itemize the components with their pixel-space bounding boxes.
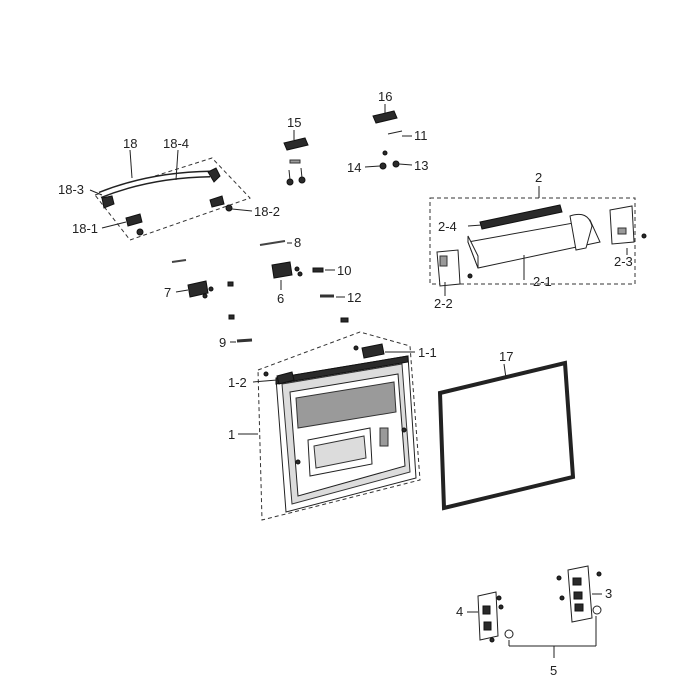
- label-12: 12: [347, 290, 361, 305]
- hinge-small-parts: [283, 104, 413, 186]
- label-6: 6: [277, 291, 284, 306]
- label-1: 1: [228, 427, 235, 442]
- label-18-4: 18-4: [163, 136, 189, 151]
- label-8: 8: [294, 235, 301, 250]
- label-10: 10: [337, 263, 351, 278]
- label-13: 13: [414, 158, 428, 173]
- label-5: 5: [550, 663, 557, 678]
- label-2-2: 2-2: [434, 296, 453, 311]
- label-15: 15: [287, 115, 301, 130]
- label-4: 4: [456, 604, 463, 619]
- part-labels: 18 18-4 18-3 18-1 18-2 15 16 11 13 14 2 …: [58, 89, 633, 678]
- label-18: 18: [123, 136, 137, 151]
- label-2-4: 2-4: [438, 219, 457, 234]
- label-2: 2: [535, 170, 542, 185]
- label-2-1: 2-1: [533, 274, 552, 289]
- label-18-3: 18-3: [58, 182, 84, 197]
- door-guard-assembly: [429, 186, 647, 296]
- handle-assembly: [89, 149, 253, 241]
- label-18-2: 18-2: [254, 204, 280, 219]
- label-9: 9: [219, 335, 226, 350]
- label-14: 14: [347, 160, 361, 175]
- door-gasket: [437, 360, 576, 511]
- door-assembly: [238, 331, 421, 521]
- label-17: 17: [499, 349, 513, 364]
- label-3: 3: [605, 586, 612, 601]
- middle-small-parts: [171, 240, 349, 343]
- label-1-1: 1-1: [418, 345, 437, 360]
- label-7: 7: [164, 285, 171, 300]
- hinge-brackets: [467, 565, 602, 658]
- label-18-1: 18-1: [72, 221, 98, 236]
- label-11: 11: [414, 128, 428, 143]
- label-16: 16: [378, 89, 392, 104]
- label-2-3: 2-3: [614, 254, 633, 269]
- label-1-2: 1-2: [228, 375, 247, 390]
